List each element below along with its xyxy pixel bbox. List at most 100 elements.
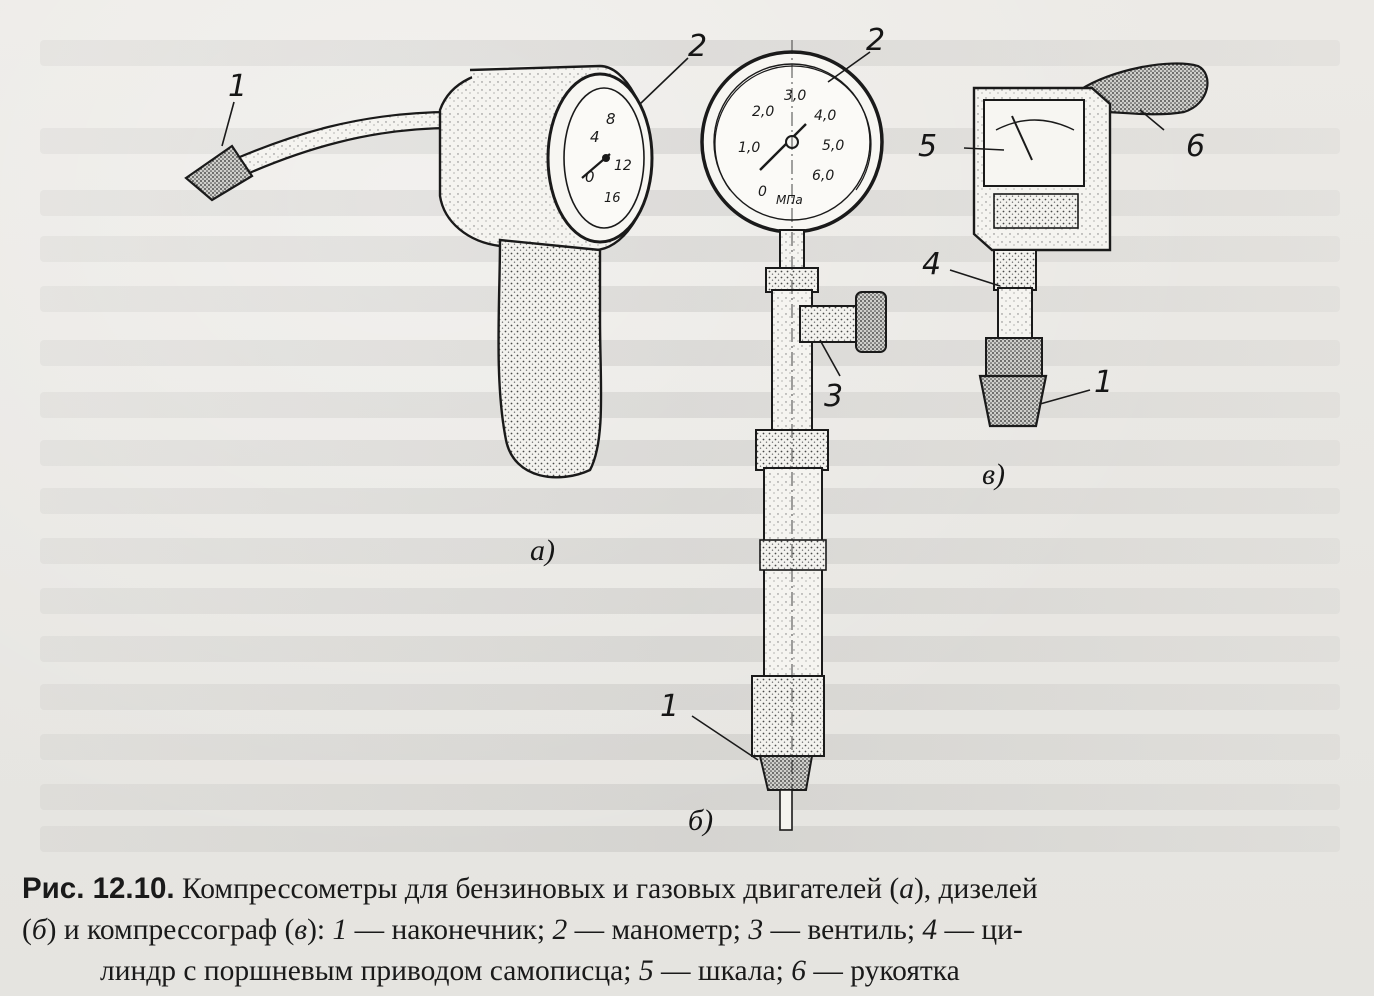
bleed-through-line [40, 538, 1340, 564]
tube-a [226, 110, 454, 180]
gauge-b-tick: 3,0 [784, 88, 806, 104]
caption-italic: 4 [922, 914, 938, 946]
label-b-2: 2 [866, 23, 885, 58]
gauge-a-tick: 4 [590, 128, 600, 146]
label-c-4: 4 [922, 247, 941, 282]
scale-c-pointer [1011, 115, 1033, 161]
leader-b3 [819, 339, 841, 377]
gauge-b-needle [759, 123, 807, 171]
caption-italic: 1 [332, 914, 348, 946]
gauge-b-tick: 6,0 [812, 168, 834, 184]
gauge-a-tick: 12 [614, 158, 632, 174]
leader-c6 [1139, 109, 1165, 131]
leader-c4 [949, 269, 1001, 287]
leader-a2 [639, 57, 689, 105]
stem-b-lower [751, 675, 825, 757]
compressograph-c: 6 5 4 1 в) [918, 62, 1209, 491]
label-a-1: 1 [228, 69, 247, 104]
caption-italic: б [31, 914, 47, 946]
gauge-b-tick: 0 [758, 184, 767, 200]
caption-italic: 3 [748, 914, 764, 946]
caption-figure-number: Рис. 12.10. [22, 872, 175, 905]
bleed-through-line [40, 40, 1340, 66]
compressometer-a: 0 4 8 12 16 1 2 а) [184, 29, 707, 567]
caption-text: — вентиль; [763, 914, 923, 946]
bleed-through-line [40, 734, 1340, 760]
scale-c-arc [995, 119, 1075, 131]
caption-text: ): [307, 914, 333, 946]
gauge-a-tick: 0 [585, 168, 595, 186]
handle-c [1078, 62, 1209, 116]
subfig-label-a: а) [530, 534, 555, 567]
caption-text: Компрессометры для бензиновых и газовых … [182, 873, 900, 905]
stem-b-tip [758, 755, 814, 791]
label-c-6: 6 [1186, 129, 1205, 164]
valve-b-body [799, 305, 857, 343]
bleed-through-line [40, 684, 1340, 710]
bleed-through-line [40, 636, 1340, 662]
cylinder-c [997, 287, 1033, 341]
stem-b-needle-tip [779, 789, 793, 831]
leader-b2 [827, 51, 871, 83]
subfig-label-b: б) [688, 804, 713, 837]
gauge-b-tick: 2,0 [752, 104, 774, 120]
label-c-5: 5 [918, 129, 937, 164]
gauge-b-tick: 5,0 [822, 138, 844, 154]
caption-text: — рукоятка [805, 955, 960, 987]
caption-text: ( [22, 914, 32, 946]
caption-italic: 5 [638, 955, 654, 987]
bleed-through-line [40, 190, 1340, 216]
stem-b-ring [759, 539, 827, 571]
figure-caption: Рис. 12.10. Компрессометры для бензиновы… [22, 868, 1352, 992]
leader-b1 [691, 715, 759, 761]
caption-italic: в [294, 914, 308, 946]
caption-text: — ци- [937, 914, 1023, 946]
label-b-3: 3 [824, 379, 843, 414]
rubber-tip-c [978, 374, 1048, 428]
label-a-2: 2 [688, 29, 707, 64]
bleed-through-line [40, 392, 1340, 418]
bleed-through-line [40, 236, 1340, 262]
gauge-b-scale-arc [714, 65, 872, 191]
caption-text: линдр с поршневым приводом самописца; [100, 955, 639, 987]
caption-line-2: (б) и компрессограф (в): 1 — наконечник;… [22, 910, 1352, 951]
rubber-tip-a [184, 144, 254, 202]
compressometer-figure: 0 4 8 12 16 1 2 а) 0 1,0 2,0 3,0 4,0 5,0 [184, 23, 1209, 837]
bleed-through-line [40, 340, 1340, 366]
compressometer-b: 0 1,0 2,0 3,0 4,0 5,0 6,0 МПа [660, 23, 887, 837]
bleed-through-line [40, 488, 1340, 514]
bleed-through-line [40, 440, 1340, 466]
caption-italic: 2 [552, 914, 568, 946]
gauge-b-tick: 4,0 [814, 108, 836, 124]
bleed-through-line [40, 286, 1340, 312]
gauge-a-tick: 8 [606, 110, 616, 128]
caption-text: — наконечник; [347, 914, 553, 946]
leader-c5 [963, 147, 1005, 151]
cylinder-c-nut [985, 337, 1043, 379]
bleed-through-line [40, 784, 1340, 810]
subfig-label-c: в) [982, 458, 1005, 491]
caption-italic: 6 [791, 955, 806, 987]
caption-italic: а [899, 873, 914, 905]
gauge-a-pivot [602, 154, 610, 162]
caption-text: ), дизелей [913, 873, 1038, 905]
cylinder-c-top [993, 249, 1037, 291]
valve-b-knob [855, 291, 887, 353]
leader-c1 [1039, 389, 1091, 405]
caption-text: — шкала; [653, 955, 792, 987]
gauge-b-tick: 1,0 [738, 140, 760, 156]
label-c-1: 1 [1094, 365, 1113, 400]
label-b-1: 1 [660, 689, 679, 724]
gauge-b-unit: МПа [776, 193, 803, 207]
box-c-plate [993, 193, 1079, 229]
bleed-through-line [40, 826, 1340, 852]
caption-line-3: линдр с поршневым приводом самописца; 5 … [22, 951, 1352, 992]
leader-a1 [221, 101, 235, 147]
stem-b-cylinder [763, 467, 823, 679]
handle-a [497, 238, 603, 479]
caption-line-1: Рис. 12.10. Компрессометры для бензиновы… [22, 868, 1352, 910]
bleed-through-line [40, 588, 1340, 614]
caption-text: — манометр; [567, 914, 749, 946]
scale-c-window [983, 99, 1085, 187]
